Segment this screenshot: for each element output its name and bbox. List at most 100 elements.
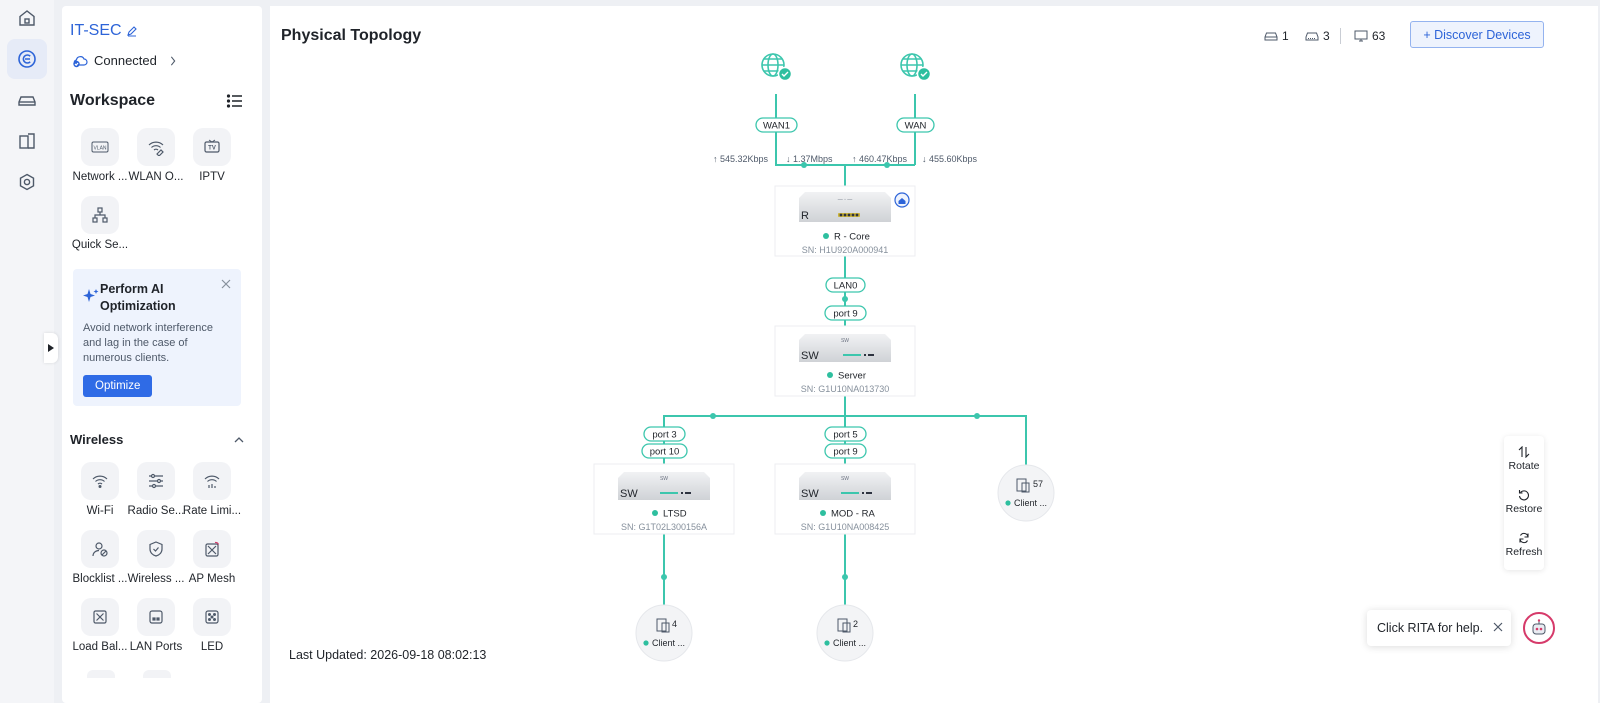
device-card-server[interactable]: SW SW Server SN: G1U10NA013730 bbox=[774, 325, 916, 397]
client-label: Client ... bbox=[652, 638, 685, 648]
port-pill-modra-up[interactable]: port 5 bbox=[824, 426, 867, 442]
list-view-icon[interactable] bbox=[226, 92, 244, 110]
port-pill-wan1[interactable]: WAN1 bbox=[755, 117, 798, 133]
caret-right-icon bbox=[48, 344, 54, 352]
client-count: 57 bbox=[1033, 479, 1043, 489]
wireless-tile-load-balance[interactable]: Load Bal... bbox=[68, 598, 132, 653]
wireless-tile-wifi[interactable]: Wi-Fi bbox=[68, 462, 132, 517]
ai-card-description: Avoid network interference and lag in th… bbox=[83, 322, 214, 364]
wireless-tile-ap-mesh[interactable]: AP Mesh bbox=[180, 530, 244, 585]
restore-button[interactable]: Restore bbox=[1504, 489, 1544, 515]
workspace-tile-wlan[interactable]: WLAN O... bbox=[124, 128, 188, 183]
client-device-icon bbox=[656, 618, 670, 633]
client-label: Client ... bbox=[833, 638, 866, 648]
rita-assistant-button[interactable] bbox=[1523, 612, 1555, 644]
wan-download-rate: ↓ 455.60Kbps bbox=[922, 154, 978, 164]
wireless-tile-radio-settings[interactable]: Radio Se... bbox=[124, 462, 188, 517]
client-count: 63 bbox=[1354, 29, 1385, 43]
rotate-button[interactable]: Rotate bbox=[1504, 446, 1544, 472]
svg-text:SW: SW bbox=[660, 476, 668, 482]
topology-graph: WAN1 WAN LAN0 port 9 port 3 port 10 port… bbox=[593, 53, 1055, 662]
tile-label: Blocklist ... bbox=[72, 573, 128, 585]
client-group-57[interactable]: 57 Client ... bbox=[997, 464, 1055, 522]
svg-text:— ◦ —: — ◦ — bbox=[838, 197, 853, 203]
site-selector[interactable]: IT-SEC bbox=[70, 22, 138, 40]
gateway-icon bbox=[1264, 32, 1278, 41]
svg-text:port 3: port 3 bbox=[652, 430, 676, 441]
tile-label: Network ... bbox=[72, 171, 128, 183]
wireless-section-title: Wireless bbox=[70, 432, 124, 447]
wireless-tile-blocklist[interactable]: Blocklist ... bbox=[68, 530, 132, 585]
svg-text:port 10: port 10 bbox=[650, 447, 680, 458]
ai-card-title: Perform AI Optimization bbox=[100, 282, 176, 313]
client-count: 4 bbox=[672, 619, 677, 629]
workspace-tile-quick-setup[interactable]: Quick Se... bbox=[68, 196, 132, 251]
connection-label: Connected bbox=[94, 53, 157, 68]
port-pill-server[interactable]: port 9 bbox=[824, 305, 867, 321]
sidebar-collapse-toggle[interactable] bbox=[44, 333, 58, 363]
workspace-tile-network[interactable]: VLAN Network ... bbox=[68, 128, 132, 183]
rita-tooltip: Click RITA for help. bbox=[1367, 610, 1511, 646]
chevron-up-icon[interactable] bbox=[234, 436, 244, 444]
device-type-label: R bbox=[801, 210, 809, 222]
building-icon[interactable] bbox=[7, 121, 47, 161]
divider bbox=[1340, 28, 1341, 44]
workspace-title: Workspace bbox=[70, 92, 156, 109]
tile-label: Rate Limi... bbox=[182, 505, 242, 517]
tile-label: Load Bal... bbox=[72, 641, 128, 653]
home-icon[interactable] bbox=[7, 0, 47, 38]
device-card-ltsd[interactable]: SW SW LTSD SN: G1T02L300156A bbox=[593, 463, 735, 535]
device-card-core[interactable]: — ◦ — R R - Core SN: H1U920A000941 bbox=[774, 185, 916, 257]
device-name: R - Core bbox=[834, 232, 870, 243]
edit-icon[interactable] bbox=[126, 25, 138, 37]
quick-setup-icon bbox=[81, 196, 119, 234]
svg-text:port 9: port 9 bbox=[833, 447, 857, 458]
port-pill-ltsd-down[interactable]: port 10 bbox=[641, 443, 688, 459]
wifi-icon bbox=[81, 462, 119, 500]
client-group-4[interactable]: 4 Client ... bbox=[635, 604, 693, 662]
device-card-modra[interactable]: SW SW MOD - RA SN: G1U10NA008425 bbox=[774, 463, 916, 535]
client-device-icon bbox=[1016, 478, 1030, 493]
tile-label: IPTV bbox=[199, 171, 225, 183]
wireless-tile-led[interactable]: LED bbox=[180, 598, 244, 653]
device-type-label: SW bbox=[801, 488, 819, 500]
device-name: Server bbox=[838, 371, 866, 382]
refresh-icon bbox=[1519, 532, 1529, 544]
connection-status[interactable]: Connected bbox=[72, 53, 177, 68]
settings-hex-icon[interactable] bbox=[7, 162, 47, 202]
svg-text:SW: SW bbox=[841, 476, 849, 482]
svg-text:WAN1: WAN1 bbox=[763, 121, 790, 132]
blocklist-icon bbox=[81, 530, 119, 568]
wireless-tile-rate-limit[interactable]: Rate Limi... bbox=[180, 462, 244, 517]
gateway-count: 1 bbox=[1264, 29, 1289, 43]
port-pill-wan[interactable]: WAN bbox=[896, 117, 935, 133]
client-group-2[interactable]: 2 Client ... bbox=[816, 604, 874, 662]
workspace-tile-iptv[interactable]: TV IPTV bbox=[180, 128, 244, 183]
monitor-icon bbox=[1354, 30, 1368, 42]
discover-devices-button[interactable]: + Discover Devices bbox=[1410, 21, 1544, 48]
client-label: Client ... bbox=[1014, 498, 1047, 508]
svg-text:VLAN: VLAN bbox=[93, 145, 106, 151]
wlan-icon bbox=[137, 128, 175, 166]
close-icon[interactable] bbox=[221, 279, 231, 289]
radio-settings-icon bbox=[137, 462, 175, 500]
wireless-tile-security[interactable]: Wireless ... bbox=[124, 530, 188, 585]
close-icon[interactable] bbox=[1493, 622, 1503, 632]
device-type-label: SW bbox=[801, 350, 819, 362]
port-pill-ltsd-up[interactable]: port 3 bbox=[643, 426, 686, 442]
ai-optimization-card: Perform AI Optimization Avoid network in… bbox=[73, 269, 241, 406]
port-pill-lan0[interactable]: LAN0 bbox=[825, 277, 866, 293]
svg-text:LAN0: LAN0 bbox=[834, 281, 858, 292]
site-name[interactable]: IT-SEC bbox=[70, 22, 122, 39]
wan-upload-rate: ↑ 460.47Kbps bbox=[852, 154, 908, 164]
rita-tip-text: Click RITA for help. bbox=[1377, 621, 1484, 635]
device-icon[interactable] bbox=[7, 80, 47, 120]
optimize-button[interactable]: Optimize bbox=[83, 375, 153, 397]
sparkle-icon bbox=[83, 289, 99, 302]
controller-icon[interactable] bbox=[7, 39, 47, 79]
device-serial: SN: G1U10NA013730 bbox=[801, 384, 890, 394]
wireless-tile-lan-ports[interactable]: LAN Ports bbox=[124, 598, 188, 653]
rotate-icon bbox=[1518, 446, 1530, 458]
port-pill-modra-down[interactable]: port 9 bbox=[824, 443, 867, 459]
refresh-button[interactable]: Refresh bbox=[1504, 532, 1544, 558]
